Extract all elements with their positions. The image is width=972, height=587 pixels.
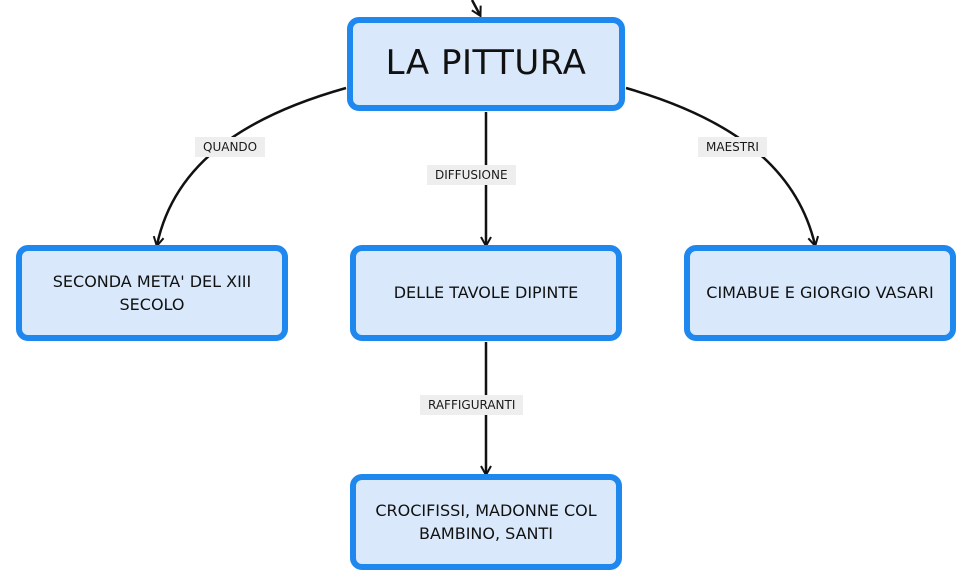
node-crocifissi-madonne-santi[interactable]: CROCIFISSI, MADONNE COL BAMBINO, SANTI — [350, 474, 622, 570]
node-maestri-text: CIMABUE E GIORGIO VASARI — [706, 283, 934, 303]
node-cimabue-vasari[interactable]: CIMABUE E GIORGIO VASARI — [684, 245, 956, 341]
link-label-raffiguranti: RAFFIGURANTI — [420, 395, 524, 415]
node-la-pittura-text: LA PITTURA — [385, 43, 587, 84]
node-diffusione-text: DELLE TAVOLE DIPINTE — [393, 283, 579, 303]
connector-quando — [157, 86, 347, 245]
link-label-diffusione: DIFFUSIONE — [427, 165, 516, 185]
connector-maestri — [625, 86, 815, 245]
node-la-pittura[interactable]: LA PITTURA — [347, 17, 625, 111]
node-seconda-meta-xiii-secolo[interactable]: SECONDA META' DEL XIII SECOLO — [16, 245, 288, 341]
link-label-maestri: MAESTRI — [698, 137, 767, 157]
node-quando-text: SECONDA META' DEL XIII SECOLO — [52, 271, 252, 314]
incoming-connector — [470, 0, 480, 15]
node-raffiguranti-text: CROCIFISSI, MADONNE COL BAMBINO, SANTI — [375, 500, 597, 543]
node-tavole-dipinte[interactable]: DELLE TAVOLE DIPINTE — [350, 245, 622, 341]
link-label-quando: QUANDO — [195, 137, 266, 157]
